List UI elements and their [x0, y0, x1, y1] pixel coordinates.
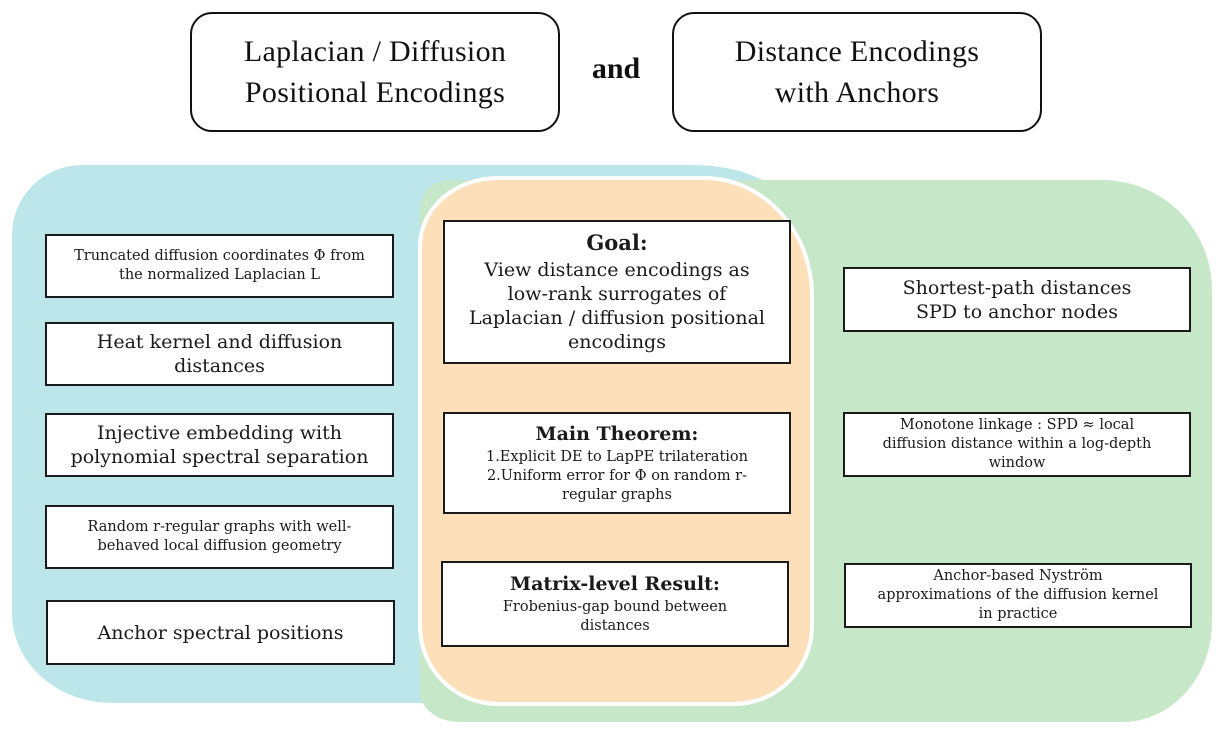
center-card-main-theorem: Main Theorem: 1.Explicit DE to LapPE tri…: [443, 412, 791, 514]
card-text: Injective embedding with polynomial spec…: [70, 422, 369, 468]
card-text: Anchor-based Nyström approximations of t…: [877, 568, 1159, 622]
center-card-matrix-level-result: Matrix-level Result: Frobenius-gap bound…: [441, 561, 789, 647]
card-text: Monotone linkage : SPD ≈ local diffusion…: [882, 417, 1152, 471]
left-title-text: Laplacian / Diffusion Positional Encodin…: [243, 35, 507, 109]
left-card-diffusion-coordinates: Truncated diffusion coordinates Φ from t…: [45, 234, 394, 298]
right-card-nystrom: Anchor-based Nyström approximations of t…: [844, 563, 1192, 628]
card-text: 1.Explicit DE to LapPE trilateration 2.U…: [485, 448, 749, 503]
right-card-shortest-path: Shortest-path distances SPD to anchor no…: [843, 267, 1191, 332]
laplacian-diffusion-pe-title-box: Laplacian / Diffusion Positional Encodin…: [190, 12, 560, 132]
left-card-random-regular-graphs: Random r-regular graphs with well- behav…: [45, 505, 394, 569]
card-text: Shortest-path distances SPD to anchor no…: [902, 276, 1132, 323]
card-heading: Goal:: [586, 230, 648, 255]
card-text: Frobenius-gap bound between distances: [502, 599, 728, 634]
card-heading: Matrix-level Result:: [510, 573, 720, 595]
right-card-monotone-linkage: Monotone linkage : SPD ≈ local diffusion…: [843, 412, 1191, 477]
right-title-text: Distance Encodings with Anchors: [734, 35, 980, 109]
center-card-goal: Goal: View distance encodings as low-ran…: [443, 220, 791, 364]
card-heading: Main Theorem:: [535, 422, 699, 445]
card-text: Anchor spectral positions: [97, 621, 344, 644]
left-card-heat-kernel: Heat kernel and diffusion distances: [45, 322, 394, 386]
card-text: View distance encodings as low-rank surr…: [468, 259, 765, 353]
card-text: Truncated diffusion coordinates Φ from t…: [74, 248, 365, 283]
left-card-anchor-spectral-positions: Anchor spectral positions: [46, 600, 395, 665]
card-text: Heat kernel and diffusion distances: [96, 331, 343, 377]
left-card-injective-embedding: Injective embedding with polynomial spec…: [45, 413, 394, 477]
card-text: Random r-regular graphs with well- behav…: [87, 519, 352, 554]
distance-encodings-title-box: Distance Encodings with Anchors: [672, 12, 1042, 132]
and-connector: and: [591, 52, 641, 85]
